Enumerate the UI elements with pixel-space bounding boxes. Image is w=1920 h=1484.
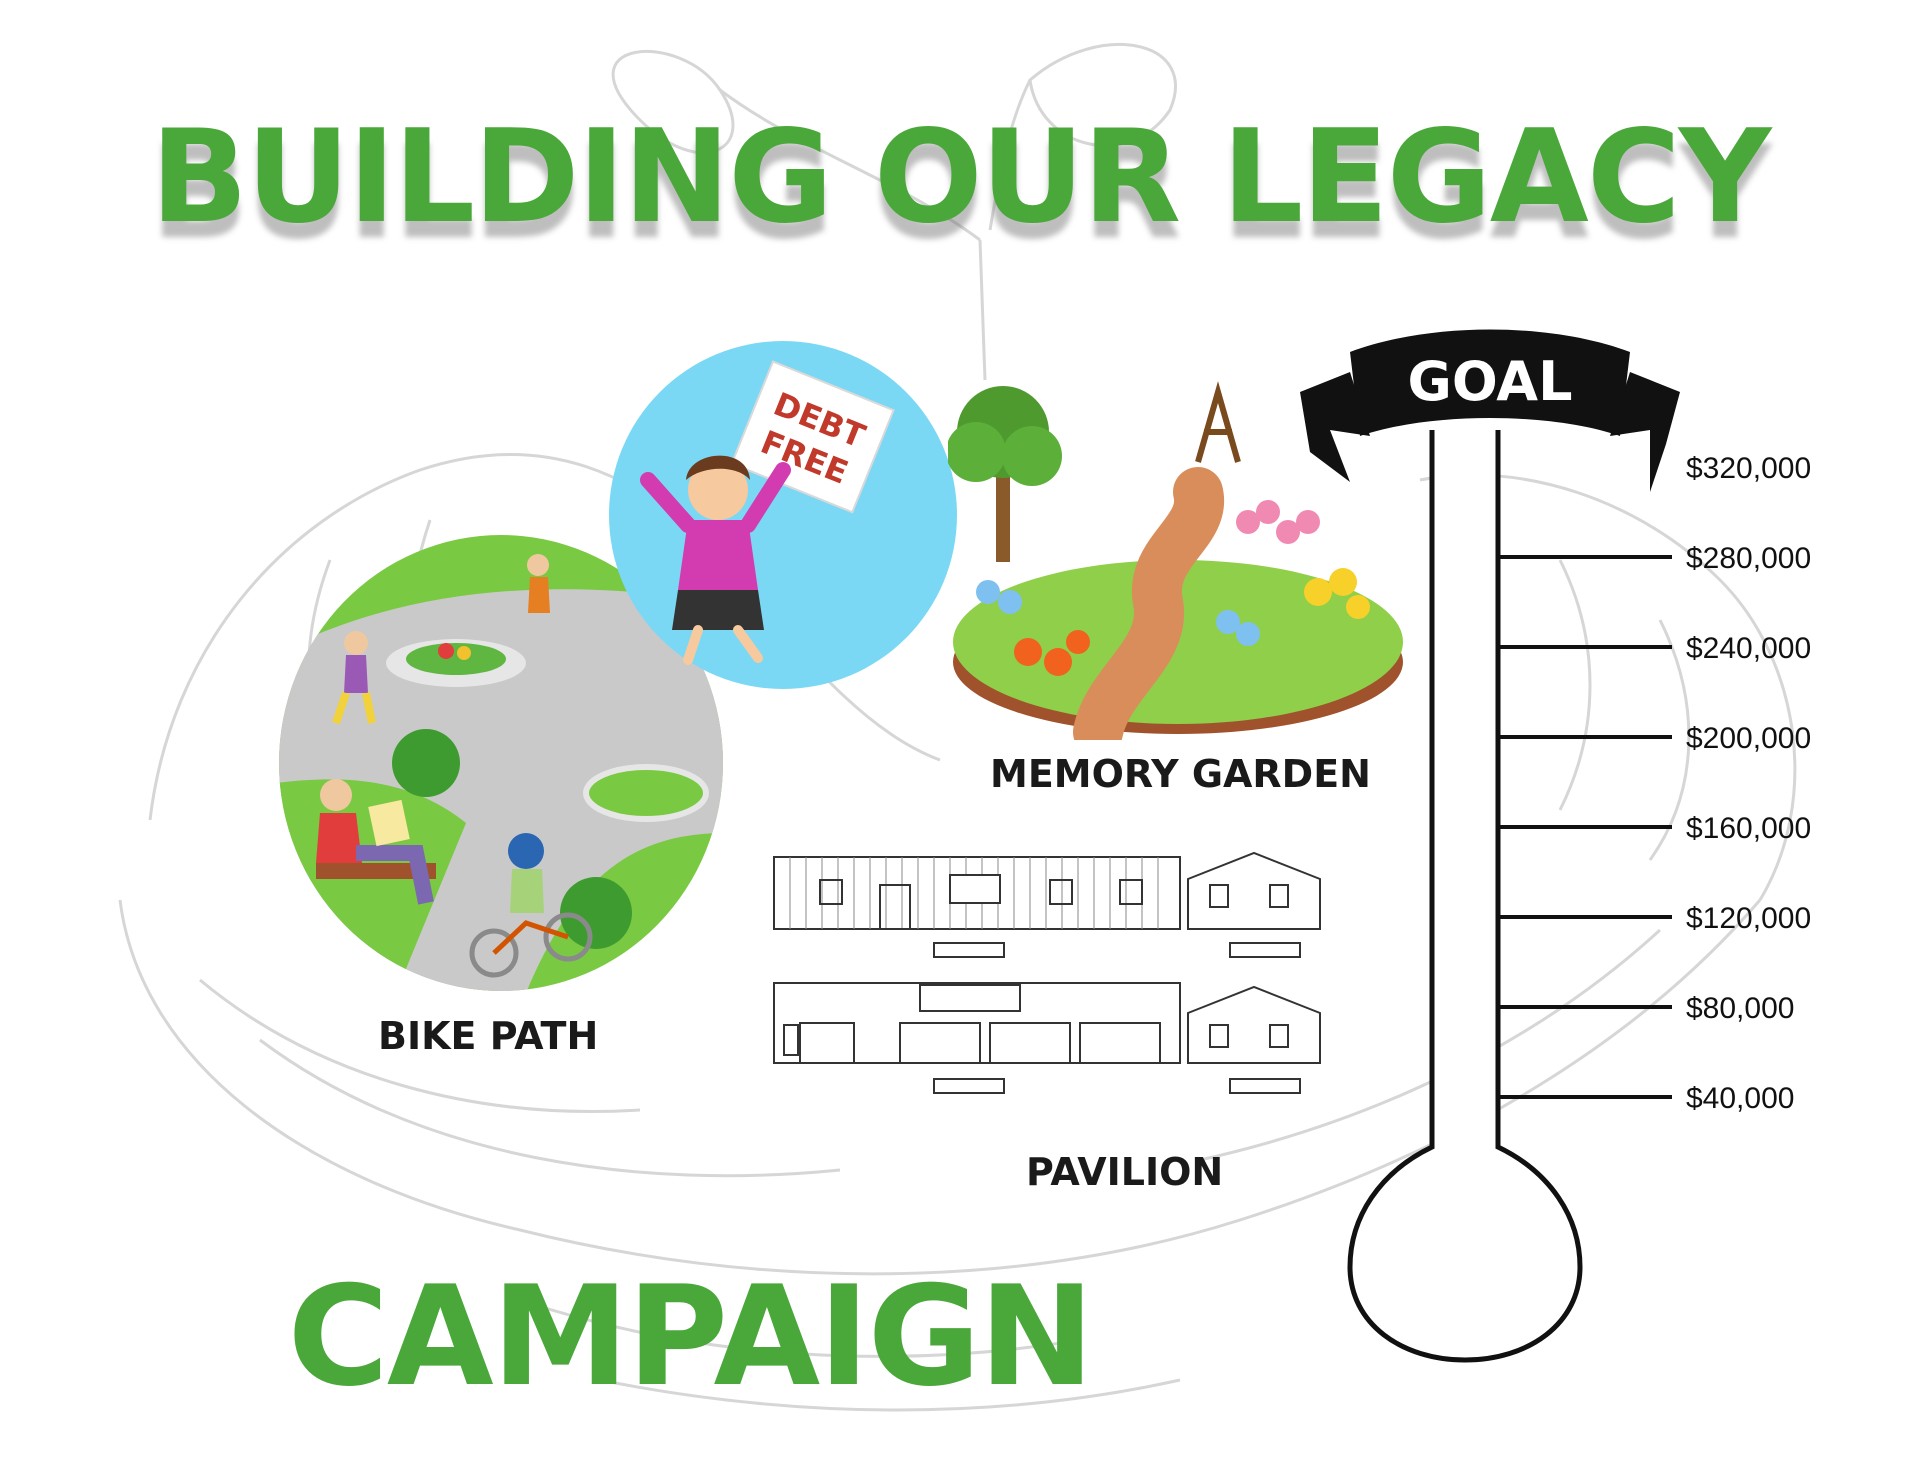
goal-scale-label-120000: $120,000 bbox=[1686, 902, 1812, 935]
campaign-subtitle: CAMPAIGN bbox=[287, 1256, 1095, 1417]
campaign-title: BUILDING OUR LEGACY bbox=[150, 103, 1772, 252]
memory-garden-illustration-icon bbox=[948, 381, 1403, 740]
goal-scale-label-320000: $320,000 bbox=[1686, 452, 1812, 485]
debt-free-illustration-icon: DEBT FREE bbox=[609, 341, 957, 689]
goal-scale-label-160000: $160,000 bbox=[1686, 812, 1812, 845]
memory-garden-caption: MEMORY GARDEN bbox=[990, 752, 1371, 796]
pavilion-blueprint-icon bbox=[773, 851, 1321, 1094]
goal-thermometer-icon: GOAL bbox=[1300, 329, 1680, 1363]
goal-scale-label-80000: $80,000 bbox=[1686, 992, 1795, 1025]
goal-scale-label-40000: $40,000 bbox=[1686, 1082, 1795, 1115]
goal-scale-label-240000: $240,000 bbox=[1686, 632, 1812, 665]
pavilion-caption: PAVILION bbox=[1026, 1150, 1224, 1194]
bike-path-caption: BIKE PATH bbox=[378, 1014, 599, 1058]
goal-banner-text: GOAL bbox=[1408, 350, 1573, 413]
goal-scale-label-200000: $200,000 bbox=[1686, 722, 1812, 755]
bike-path-illustration-icon bbox=[279, 535, 723, 991]
goal-scale-label-280000: $280,000 bbox=[1686, 542, 1812, 575]
